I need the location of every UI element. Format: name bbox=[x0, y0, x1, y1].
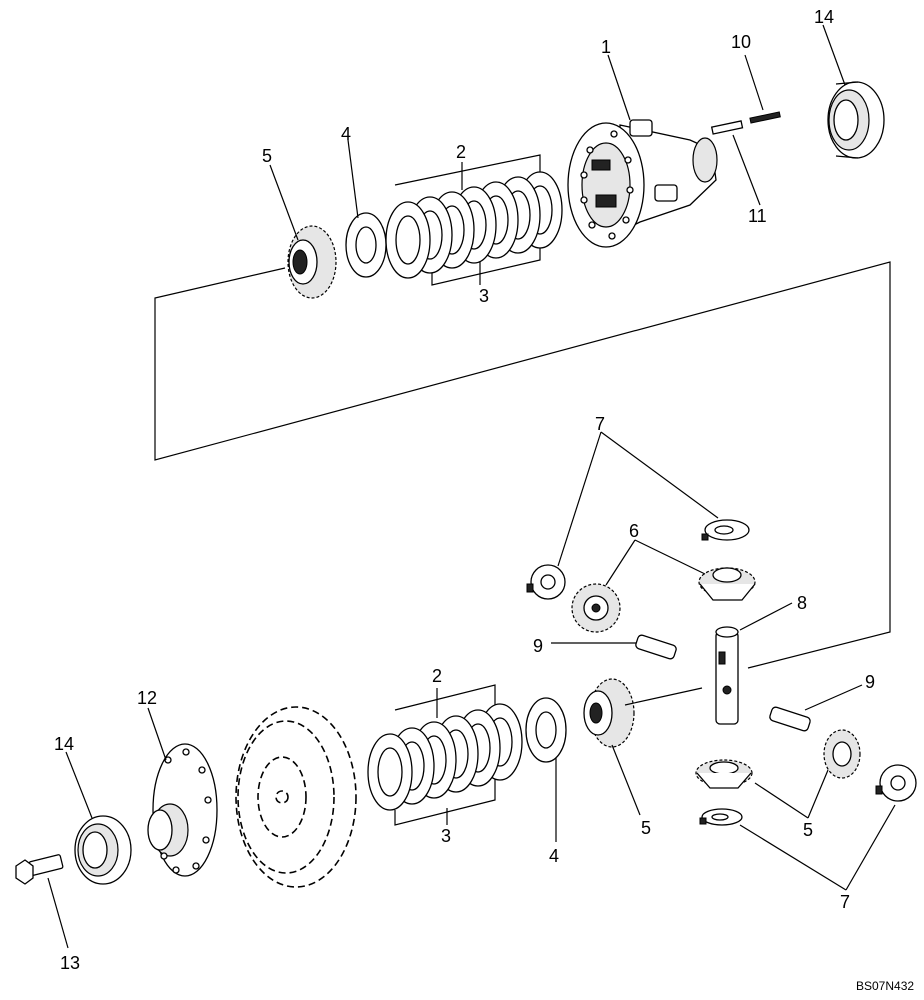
pinion-gear-part-6-a bbox=[698, 567, 756, 601]
callout-labels: 1 10 14 2 4 5 11 3 7 6 8 9 9 2 12 14 5 5… bbox=[54, 7, 914, 993]
flange-part-12 bbox=[147, 707, 218, 877]
callout-14-upper: 14 bbox=[814, 7, 834, 27]
clutch-disc-pack-upper bbox=[385, 154, 563, 286]
callout-5-upper: 5 bbox=[262, 146, 272, 166]
pinion-gear-part-5-a bbox=[695, 759, 753, 789]
callout-6: 6 bbox=[629, 521, 639, 541]
leader-lines-part-6 bbox=[605, 539, 706, 586]
thrust-washer-part-7-d bbox=[875, 764, 917, 802]
callout-5-center: 5 bbox=[641, 818, 651, 838]
drawing-code: BS07N432 bbox=[856, 979, 914, 993]
callout-9-left: 9 bbox=[533, 636, 543, 656]
callout-7-top: 7 bbox=[595, 414, 605, 434]
bearing-part-14-lower bbox=[65, 751, 132, 885]
cross-shaft-part-8 bbox=[715, 602, 793, 725]
pin-part-9-b bbox=[769, 684, 863, 732]
callout-3-upper: 3 bbox=[479, 286, 489, 306]
side-gear-part-5-lower bbox=[583, 678, 703, 816]
callout-14-lower: 14 bbox=[54, 734, 74, 754]
thrust-washer-part-7-b bbox=[526, 564, 566, 600]
callout-1: 1 bbox=[601, 37, 611, 57]
callout-8: 8 bbox=[797, 593, 807, 613]
callout-7-bottom: 7 bbox=[840, 892, 850, 912]
thrust-washer-part-7-c bbox=[699, 808, 743, 826]
callout-10: 10 bbox=[731, 32, 751, 52]
thrust-washer-part-4-upper bbox=[345, 139, 387, 278]
callout-4-lower: 4 bbox=[549, 846, 559, 866]
callout-2-upper: 2 bbox=[456, 142, 466, 162]
leader-lines-part-5-lower bbox=[754, 769, 829, 819]
leader-lines-upper bbox=[607, 24, 846, 206]
differential-housing-part-1 bbox=[567, 119, 718, 248]
thrust-washer-part-7-a bbox=[701, 519, 750, 541]
callout-13: 13 bbox=[60, 953, 80, 973]
bolt-part-13 bbox=[15, 854, 69, 949]
callout-4-upper: 4 bbox=[341, 124, 351, 144]
pinion-gear-part-6-b bbox=[571, 583, 621, 633]
callout-11: 11 bbox=[748, 206, 767, 226]
callout-2-lower: 2 bbox=[432, 666, 442, 686]
thrust-washer-part-4-lower bbox=[525, 697, 567, 842]
pin-part-11 bbox=[710, 120, 744, 135]
bearing-part-14-upper bbox=[827, 81, 885, 159]
callout-12: 12 bbox=[137, 688, 157, 708]
pinion-gear-part-5-b bbox=[823, 729, 861, 779]
callout-3-lower: 3 bbox=[441, 826, 451, 846]
pin-part-10 bbox=[749, 111, 781, 124]
callout-5-right: 5 bbox=[803, 820, 813, 840]
callout-9-right: 9 bbox=[865, 672, 875, 692]
ring-gear-phantom bbox=[235, 706, 357, 888]
side-gear-part-5-upper bbox=[269, 164, 337, 299]
clutch-disc-pack-lower bbox=[367, 684, 523, 826]
leader-lines-part-7-top bbox=[557, 431, 719, 567]
pin-part-9-a bbox=[551, 634, 677, 660]
leader-lines-part-7-bottom bbox=[739, 804, 896, 891]
assembly-bracket-lines bbox=[154, 261, 891, 669]
